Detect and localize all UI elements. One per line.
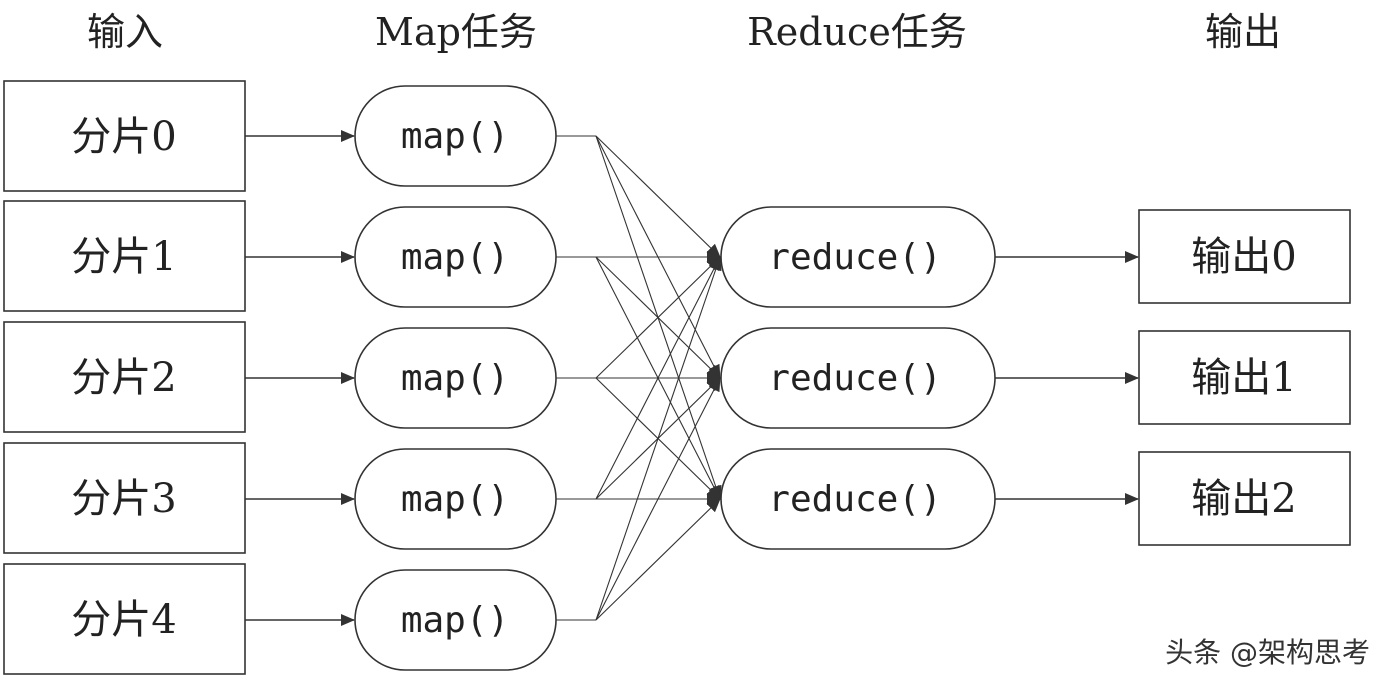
map-task-3: map(): [354, 448, 557, 550]
map-label: map(): [401, 116, 509, 157]
watermark: 头条 @架构思考: [1165, 636, 1370, 669]
output-box-2: 输出2: [1138, 451, 1351, 546]
shuffle-line-0-0: [595, 135, 721, 258]
map-label: map(): [401, 479, 509, 520]
split-label: 分片4: [71, 597, 176, 643]
map-task-1: map(): [354, 206, 557, 308]
reduce-task-1: reduce(): [720, 327, 996, 429]
shuffle-line-4-2: [595, 498, 721, 621]
output-label: 输出2: [1191, 476, 1296, 522]
reduce-task-2: reduce(): [720, 448, 996, 550]
split-label: 分片3: [71, 476, 176, 522]
map-label: map(): [401, 358, 509, 399]
header-input: 输入: [87, 10, 163, 54]
split-box-3: 分片3: [3, 442, 246, 554]
output-box-1: 输出1: [1138, 330, 1351, 425]
shuffle-line-4-0: [595, 256, 722, 621]
split-label: 分片2: [71, 355, 176, 401]
map-label: map(): [401, 237, 509, 278]
split-label: 分片0: [71, 114, 176, 160]
split-label: 分片1: [71, 234, 176, 280]
map-task-0: map(): [354, 85, 557, 187]
split-box-0: 分片0: [3, 80, 246, 192]
reduce-label: reduce(): [768, 479, 941, 520]
output-label: 输出0: [1191, 234, 1296, 280]
split-box-2: 分片2: [3, 321, 246, 433]
reduce-label: reduce(): [768, 237, 941, 278]
map-task-4: map(): [354, 569, 557, 671]
output-box-0: 输出0: [1138, 209, 1351, 304]
shuffle-line-3-0: [595, 256, 721, 500]
split-box-4: 分片4: [3, 563, 246, 675]
map-label: map(): [401, 600, 509, 641]
shuffle-line-2-0: [595, 256, 721, 379]
shuffle-lines: [556, 135, 722, 621]
shuffle-line-4-1: [595, 377, 721, 621]
split-box-1: 分片1: [3, 200, 246, 312]
header-output: 输出: [1205, 10, 1281, 54]
map-task-2: map(): [354, 327, 557, 429]
header-reduce: Reduce任务: [747, 10, 967, 54]
output-label: 输出1: [1191, 355, 1296, 401]
header-map: Map任务: [375, 10, 537, 54]
reduce-task-0: reduce(): [720, 206, 996, 308]
reduce-label: reduce(): [768, 358, 941, 399]
